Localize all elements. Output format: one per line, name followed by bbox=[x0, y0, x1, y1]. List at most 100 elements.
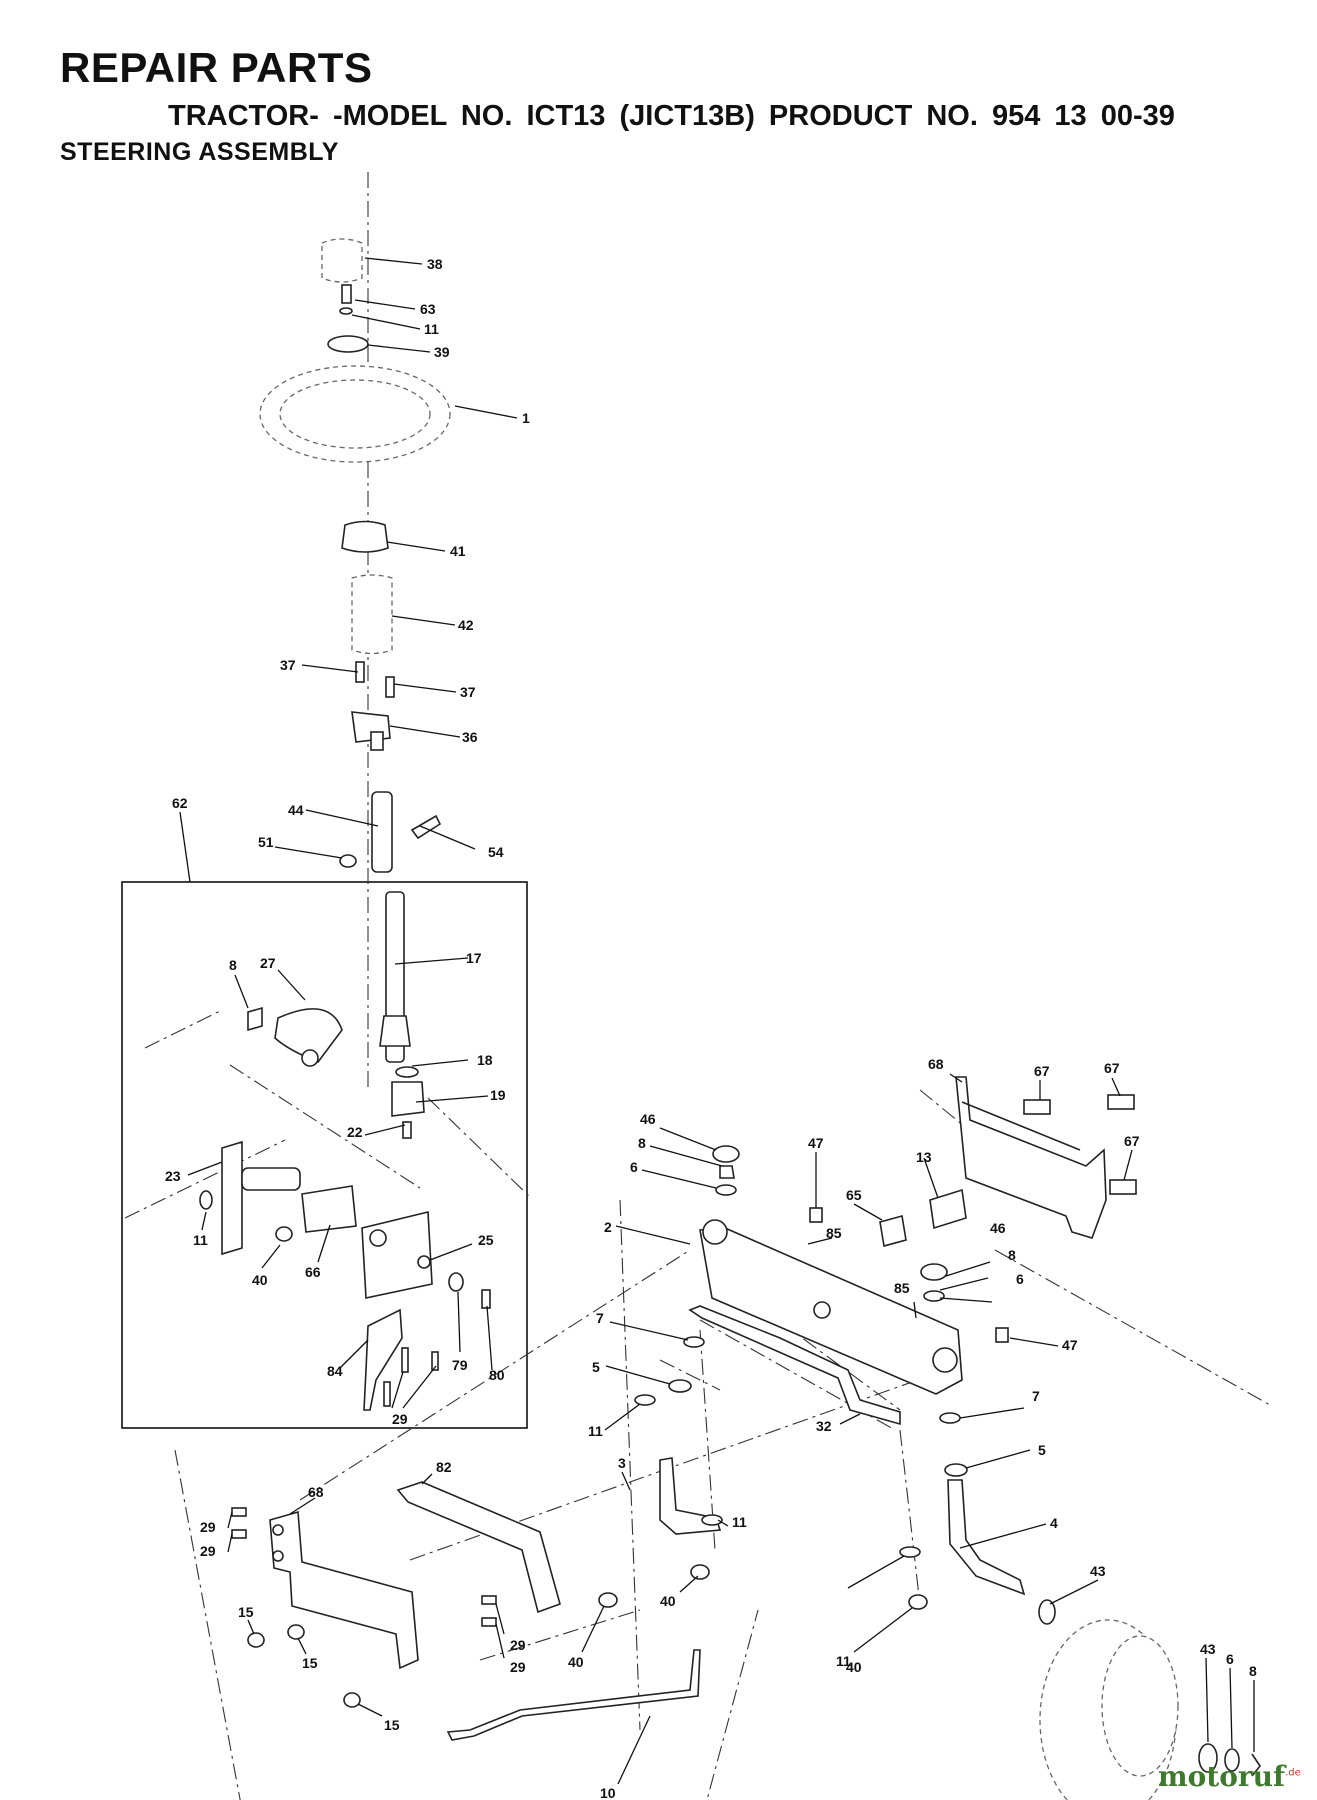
plate-84 bbox=[363, 1308, 403, 1411]
bracket-68-left bbox=[269, 1510, 419, 1670]
nut-15c bbox=[343, 1692, 361, 1708]
washer-43b bbox=[1198, 1743, 1218, 1773]
kit-62-box bbox=[121, 881, 528, 1429]
watermark-logo: motoruf.de bbox=[1158, 1760, 1301, 1793]
arm-23 bbox=[221, 1140, 243, 1256]
callout-63: 63 bbox=[420, 301, 436, 317]
callout-15c: 15 bbox=[384, 1717, 400, 1733]
callout-1: 1 bbox=[522, 410, 530, 426]
callout-29-kit: 29 bbox=[392, 1411, 408, 1427]
callout-27: 27 bbox=[260, 955, 276, 971]
leader-lines bbox=[179, 257, 1255, 1785]
bracket-19 bbox=[391, 1081, 425, 1117]
callout-85a: 85 bbox=[826, 1225, 842, 1241]
callout-13: 13 bbox=[916, 1149, 932, 1165]
callout-43a: 43 bbox=[1090, 1563, 1106, 1579]
callout-29c: 29 bbox=[510, 1637, 526, 1653]
callout-32: 32 bbox=[816, 1418, 832, 1434]
drag-link-10 bbox=[446, 1649, 701, 1741]
bushing-66 bbox=[301, 1185, 357, 1233]
callout-3: 3 bbox=[618, 1455, 626, 1471]
callout-66: 66 bbox=[305, 1264, 321, 1280]
callout-47b: 47 bbox=[1062, 1337, 1078, 1353]
washer-7a bbox=[683, 1336, 705, 1348]
nut-40c bbox=[598, 1592, 618, 1608]
bracket-68-right bbox=[955, 1076, 1107, 1239]
bracket-82 bbox=[396, 1481, 561, 1614]
callout-68-left: 68 bbox=[308, 1484, 324, 1500]
nut-51 bbox=[339, 854, 357, 868]
callout-17: 17 bbox=[466, 950, 482, 966]
callout-54: 54 bbox=[488, 844, 504, 860]
callout-29a: 29 bbox=[200, 1519, 216, 1535]
washer-11 bbox=[339, 307, 353, 315]
nut-40b bbox=[690, 1564, 710, 1580]
callout-36: 36 bbox=[462, 729, 478, 745]
callout-67c: 67 bbox=[1124, 1133, 1140, 1149]
callout-15b: 15 bbox=[302, 1655, 318, 1671]
section-title: STEERING ASSEMBLY bbox=[60, 138, 339, 166]
callout-37b: 37 bbox=[460, 684, 476, 700]
bolt-67c bbox=[1109, 1179, 1137, 1195]
washer-6a bbox=[715, 1184, 737, 1196]
bolt-67b bbox=[1107, 1094, 1135, 1110]
callout-11-spindle: 11 bbox=[732, 1514, 747, 1530]
callout-8c: 8 bbox=[1249, 1663, 1257, 1679]
callout-4: 4 bbox=[1050, 1515, 1058, 1531]
callout-7b: 7 bbox=[1032, 1388, 1040, 1404]
callout-29d: 29 bbox=[510, 1659, 526, 1675]
bolt-63 bbox=[341, 284, 352, 304]
washer-79 bbox=[448, 1272, 464, 1292]
bolt-37b bbox=[385, 676, 395, 698]
drag-link-32 bbox=[688, 1305, 901, 1426]
washer-11e bbox=[899, 1546, 921, 1558]
callout-6a: 6 bbox=[630, 1159, 638, 1175]
bolt-67a bbox=[1023, 1099, 1051, 1115]
callout-10: 10 bbox=[600, 1785, 616, 1800]
spindle-4 bbox=[947, 1479, 1026, 1596]
callout-29b: 29 bbox=[200, 1543, 216, 1559]
spacer-65 bbox=[879, 1214, 907, 1248]
callout-67b: 67 bbox=[1104, 1060, 1120, 1076]
callout-85b: 85 bbox=[894, 1280, 910, 1296]
washer-11b bbox=[199, 1190, 213, 1210]
cap-46a bbox=[712, 1145, 740, 1163]
callout-6c: 6 bbox=[1226, 1651, 1234, 1667]
callout-65: 65 bbox=[846, 1187, 862, 1203]
callout-8a: 8 bbox=[638, 1135, 646, 1151]
callout-39: 39 bbox=[434, 344, 450, 360]
callout-6b: 6 bbox=[1016, 1271, 1024, 1287]
callout-18: 18 bbox=[477, 1052, 493, 1068]
bolt-80 bbox=[481, 1289, 491, 1309]
callout-84: 84 bbox=[327, 1363, 343, 1379]
callout-62: 62 bbox=[172, 795, 188, 811]
callout-79: 79 bbox=[452, 1357, 468, 1373]
washer-39 bbox=[327, 335, 369, 353]
callout-47a: 47 bbox=[808, 1135, 824, 1151]
bolt-29a bbox=[231, 1507, 247, 1517]
callout-11: 11 bbox=[424, 321, 439, 337]
cap-46b bbox=[920, 1263, 948, 1281]
nut-15a bbox=[247, 1632, 265, 1648]
washer-6b bbox=[923, 1290, 945, 1302]
washer-5b bbox=[944, 1463, 968, 1477]
bolt-29d bbox=[481, 1617, 497, 1627]
callout-82: 82 bbox=[436, 1459, 452, 1475]
callout-68-right: 68 bbox=[928, 1056, 944, 1072]
callout-40-kit: 40 bbox=[252, 1272, 268, 1288]
callout-37a: 37 bbox=[280, 657, 296, 673]
callout-25: 25 bbox=[478, 1232, 494, 1248]
washer-11d bbox=[701, 1514, 723, 1526]
callout-11-right: 11 bbox=[836, 1653, 851, 1669]
axle-frame-parts bbox=[231, 1076, 1261, 1800]
nut-15b bbox=[287, 1624, 305, 1640]
callout-80: 80 bbox=[489, 1367, 505, 1383]
callout-51: 51 bbox=[258, 834, 274, 850]
washer-6c bbox=[1224, 1748, 1240, 1772]
nut-40d bbox=[908, 1594, 928, 1610]
bolt-29b bbox=[231, 1529, 247, 1539]
callout-23: 23 bbox=[165, 1168, 181, 1184]
callout-19: 19 bbox=[490, 1087, 506, 1103]
clip-8a bbox=[719, 1165, 735, 1179]
